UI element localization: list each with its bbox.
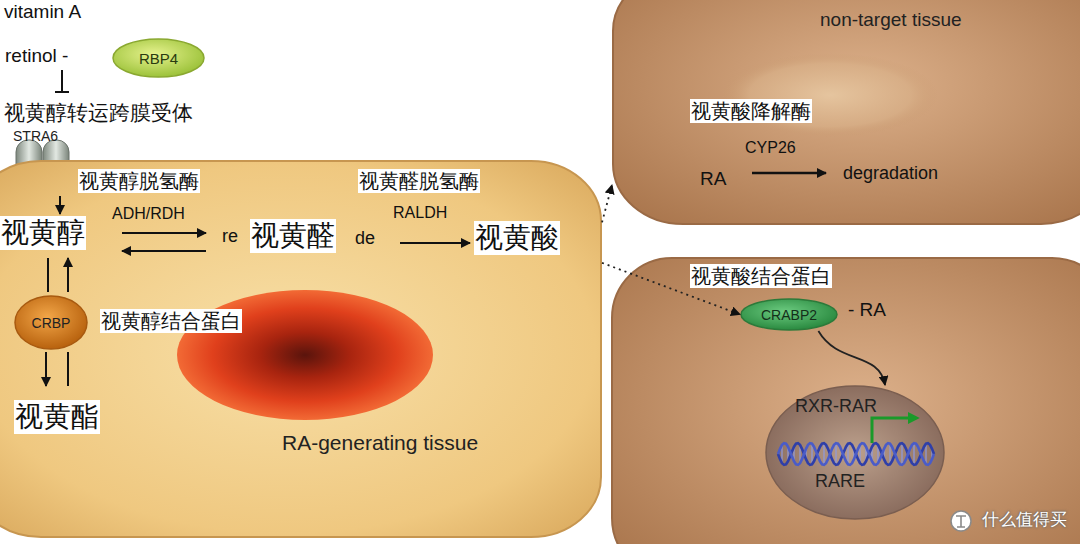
- text-label: 视黄醇脱氢酶: [78, 169, 200, 193]
- text-label: 视黄醇结合蛋白: [100, 309, 242, 333]
- node-outline: [0, 161, 601, 537]
- connector: [818, 331, 885, 385]
- node-label: RXR-RAR: [795, 396, 877, 417]
- dna-strand: [778, 443, 934, 465]
- cell-nucleus: RXR-RAR RARE: [765, 385, 945, 520]
- text-label: 视黄酸结合蛋白: [690, 264, 832, 288]
- text-label: degradation: [843, 163, 938, 185]
- text-center: RBP4: [112, 38, 205, 78]
- text-label: - RA: [848, 299, 886, 322]
- node-label: RA-generating tissue: [282, 431, 478, 455]
- text-label: ADH/RDH: [112, 204, 185, 223]
- text-label: CYP26: [745, 138, 796, 157]
- text-label: RALDH: [393, 203, 447, 222]
- node-label: CRABP2: [761, 307, 817, 323]
- node-label: STRA6: [13, 128, 58, 144]
- node-shape: [0, 160, 602, 538]
- node-label: RBP4: [139, 50, 178, 67]
- text-label: 视黄醇转运跨膜受体: [3, 100, 194, 125]
- text-label: RA: [700, 168, 726, 191]
- inhibit-line: [61, 70, 63, 92]
- inhibit-bar: [55, 91, 69, 93]
- node-label: CRBP: [32, 315, 71, 331]
- dna-rung: [901, 443, 902, 465]
- watermark: 什么值得买: [982, 510, 1067, 530]
- watermark-logo-mark: [956, 516, 966, 527]
- text-center: CRBP: [14, 295, 88, 350]
- connector: [602, 185, 612, 222]
- text-label: 视黄醇: [0, 216, 86, 250]
- dna-rung: [889, 444, 890, 465]
- dna-rung: [811, 444, 812, 465]
- dna-rung: [925, 444, 926, 465]
- node-shape: [612, 0, 1080, 225]
- node-label: non-target tissue: [820, 9, 962, 31]
- dna-rung: [835, 443, 836, 465]
- protein-ellipse: CRABP2: [740, 298, 838, 331]
- cell-body: RA-generating tissue CRBP: [0, 160, 602, 538]
- node-outline: [741, 299, 837, 330]
- watermark-logo: [951, 511, 971, 531]
- node-outline: [613, 0, 1080, 224]
- node-outline: [766, 386, 944, 519]
- node-outline: [113, 39, 204, 77]
- text-label: 视黄酸降解酶: [690, 99, 812, 123]
- protein-ellipse: CRBP: [14, 295, 88, 350]
- text-label: retinol -: [5, 45, 68, 68]
- text-center: CRABP2: [740, 298, 838, 331]
- text-label: de: [355, 228, 375, 250]
- text-label: 视黄醛: [250, 219, 336, 253]
- text-label: re: [222, 226, 238, 248]
- target-tissue-cell: [612, 258, 1080, 544]
- text-label: 视黄酯: [14, 400, 100, 434]
- dna-strand: [778, 443, 934, 465]
- node-label: RARE: [815, 471, 865, 492]
- cell-body: non-target tissue: [612, 0, 1080, 225]
- dna-rung: [913, 443, 914, 465]
- dna-rung: [847, 444, 848, 465]
- text-label: 视黄酸: [474, 221, 560, 255]
- text-label: 视黄醛脱氢酶: [358, 169, 480, 193]
- text-label: vitamin A: [4, 1, 81, 24]
- protein-ellipse: RBP4: [112, 38, 205, 78]
- node-outline: [15, 296, 87, 349]
- dna-rung: [823, 443, 824, 465]
- transcription-arrow: [872, 418, 915, 443]
